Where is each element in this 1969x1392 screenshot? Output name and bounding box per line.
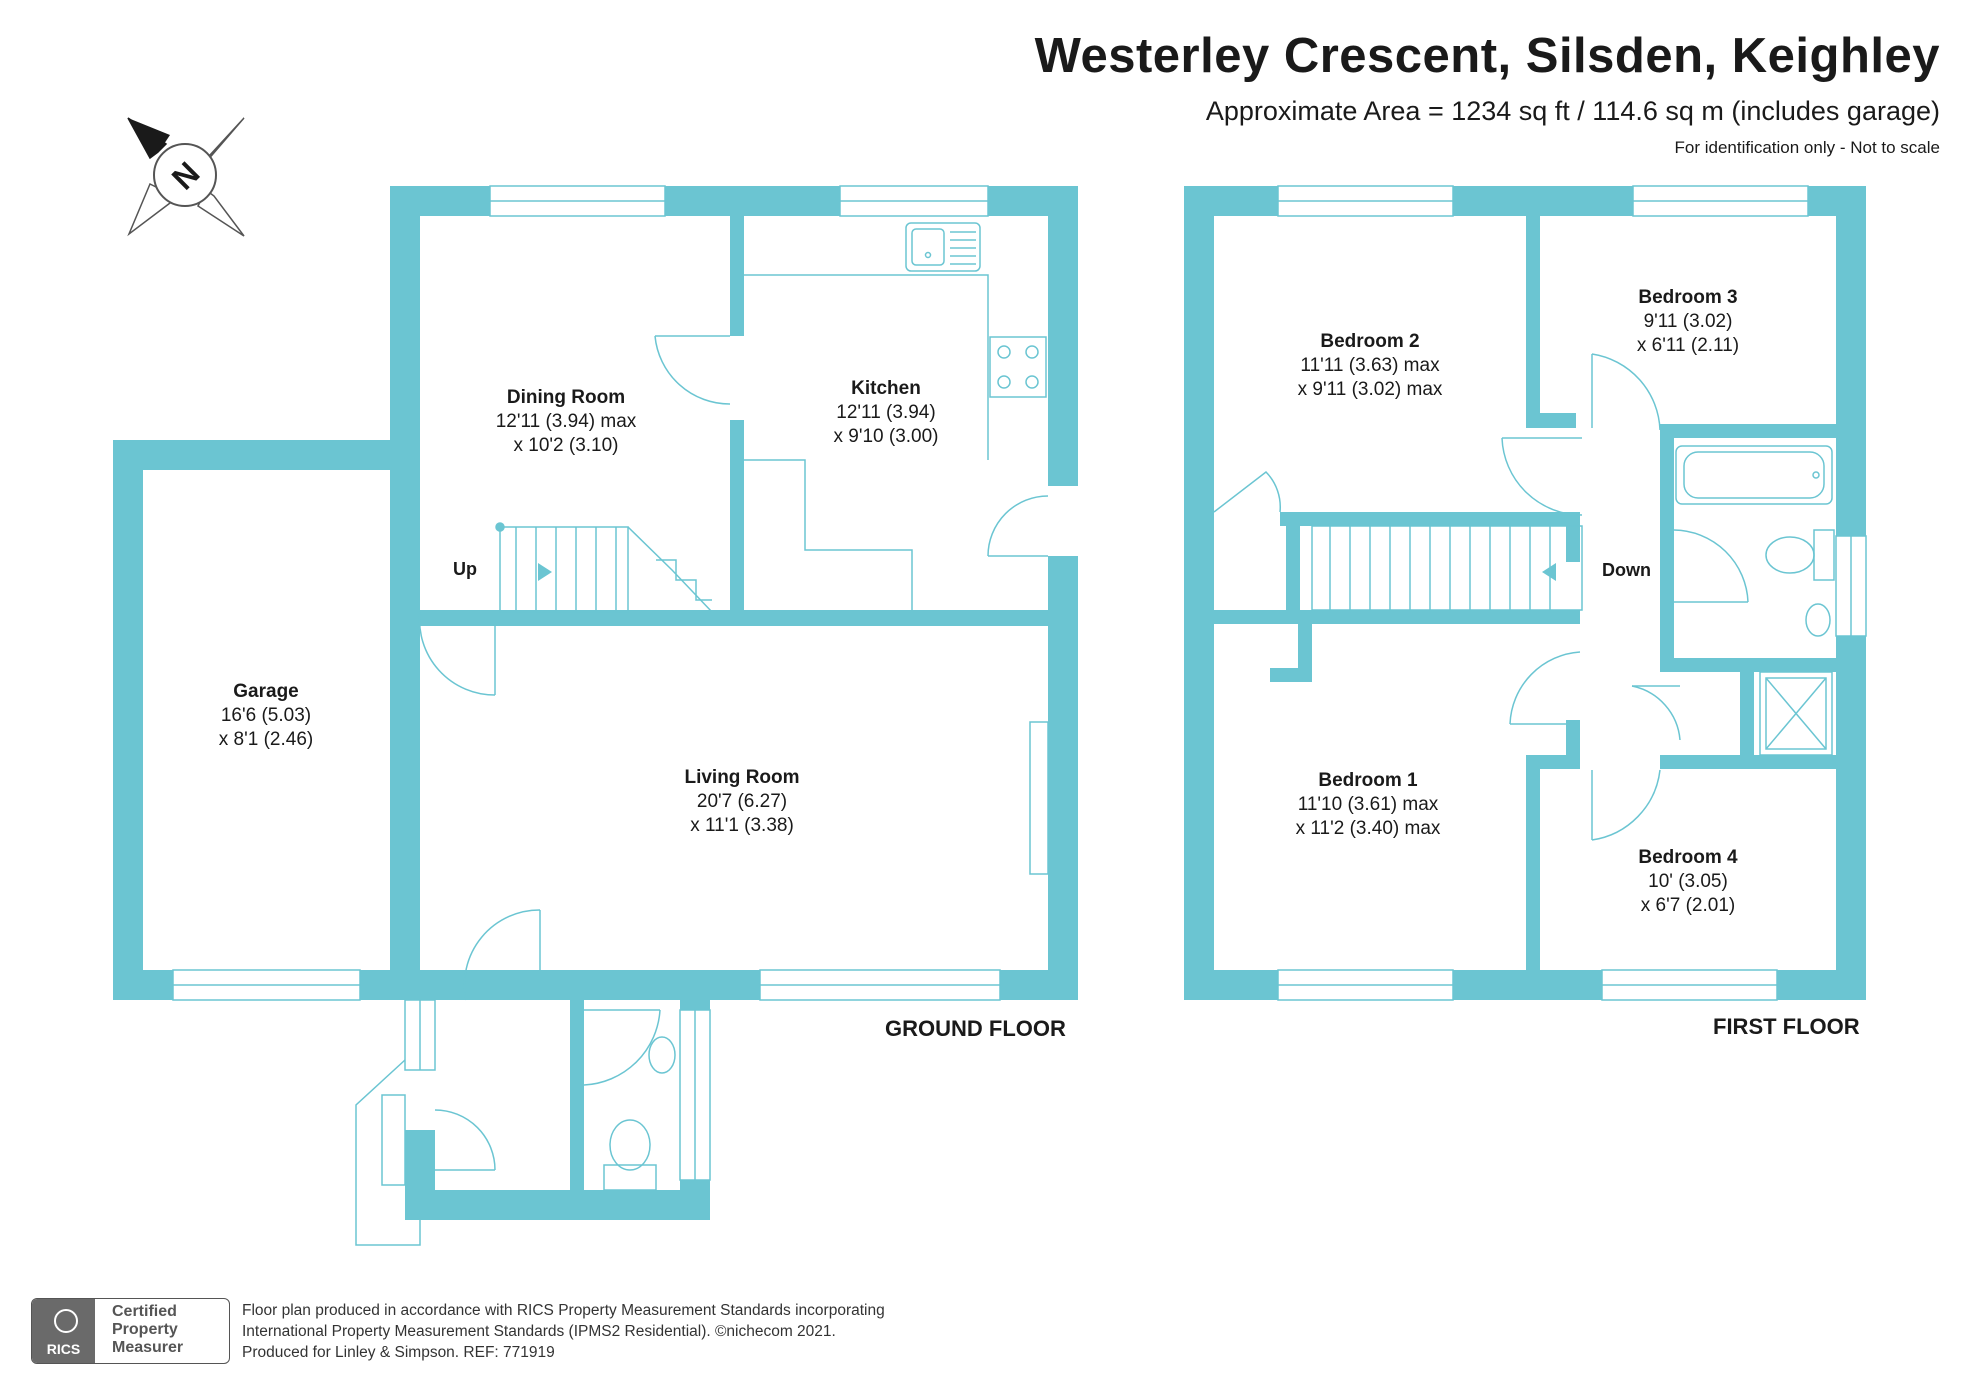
rics-logo: RICS (32, 1299, 95, 1363)
room-dimension: x 6'11 (2.11) (1636, 335, 1740, 356)
room-name: Bedroom 2 (1320, 331, 1420, 352)
rics-logo-text: RICS (46, 1341, 81, 1357)
footer-line: Produced for Linley & Simpson. REF: 7719… (242, 1344, 555, 1361)
identification-note: For identification only - Not to scale (1674, 138, 1940, 157)
page-title: Westerley Crescent, Silsden, Keighley (1034, 29, 1940, 83)
footer-line: International Property Measurement Stand… (242, 1323, 836, 1340)
room-dimension: x 11'2 (3.40) max (1295, 818, 1441, 839)
room-name: Bedroom 1 (1318, 770, 1418, 791)
room-dimension: 9'11 (3.02) (1643, 311, 1733, 332)
room-dimension: 12'11 (3.94) max (495, 411, 637, 432)
footer-line: Floor plan produced in accordance with R… (242, 1302, 885, 1319)
ground-floor-windows (172, 185, 1001, 1181)
room-dimension: x 9'11 (3.02) max (1297, 379, 1443, 400)
room-name: Living Room (684, 767, 800, 788)
room-bedroom-2: Bedroom 2 11'11 (3.63) max x 9'11 (3.02)… (1298, 330, 1443, 402)
room-dining-room: Dining Room 12'11 (3.94) max x 10'2 (3.1… (496, 386, 637, 458)
ground-floor-fixtures (355, 222, 1049, 1246)
stairs-up-arrow-icon (538, 563, 552, 581)
room-name: Kitchen (851, 378, 921, 399)
room-bedroom-4: Bedroom 4 10' (3.05) x 6'7 (2.01) (1638, 846, 1737, 918)
room-kitchen: Kitchen 12'11 (3.94) x 9'10 (3.00) (833, 377, 938, 449)
badge-line: Certified (112, 1303, 177, 1320)
room-dimension: 11'11 (3.63) max (1300, 355, 1440, 376)
room-dimension: 20'7 (6.27) (696, 791, 788, 812)
room-dimension: x 11'1 (3.38) (690, 815, 794, 836)
first-floor-fixtures (1213, 353, 1835, 841)
compass-icon: N (127, 117, 245, 237)
room-living-room: Living Room 20'7 (6.27) x 11'1 (3.38) (684, 766, 799, 838)
room-dimension: x 10'2 (3.10) (513, 435, 619, 456)
stairs-down-arrow-icon (1542, 563, 1556, 581)
room-dimension: 12'11 (3.94) (836, 402, 936, 423)
room-dimension: x 9'10 (3.00) (833, 426, 939, 447)
badge-text: Certified Property Measurer (112, 1303, 183, 1357)
room-name: Dining Room (506, 387, 626, 408)
rics-lion-icon (54, 1309, 78, 1333)
first-floor-label: FIRST FLOOR (1713, 1014, 1860, 1039)
room-dimension: 11'10 (3.61) max (1297, 794, 1439, 815)
badge-line: Property (112, 1321, 178, 1338)
room-bedroom-1: Bedroom 1 11'10 (3.61) max x 11'2 (3.40)… (1296, 769, 1441, 841)
room-bedroom-3: Bedroom 3 9'11 (3.02) x 6'11 (2.11) (1637, 286, 1739, 358)
first-floor-windows (1277, 185, 1867, 1001)
room-dimension: 16'6 (5.03) (220, 705, 312, 726)
badge-line: Measurer (112, 1339, 184, 1356)
first-floor-walls (1184, 186, 1866, 1000)
ground-floor-label: GROUND FLOOR (885, 1016, 1066, 1041)
room-name: Bedroom 4 (1638, 847, 1738, 868)
stairs-up-label: Up (453, 559, 477, 579)
rics-badge: RICS Certified Property Measurer (31, 1298, 230, 1364)
room-garage: Garage 16'6 (5.03) x 8'1 (2.46) (219, 680, 313, 752)
stairs-down-label: Down (1602, 560, 1651, 580)
approximate-area: Approximate Area = 1234 sq ft / 114.6 sq… (1205, 96, 1940, 126)
room-dimension: x 8'1 (2.46) (218, 729, 314, 750)
room-name: Garage (233, 681, 299, 702)
room-name: Bedroom 3 (1638, 287, 1738, 308)
room-dimension: x 6'7 (2.01) (1640, 895, 1736, 916)
room-dimension: 10' (3.05) (1648, 871, 1728, 892)
footer-text: Floor plan produced in accordance with R… (242, 1300, 885, 1363)
